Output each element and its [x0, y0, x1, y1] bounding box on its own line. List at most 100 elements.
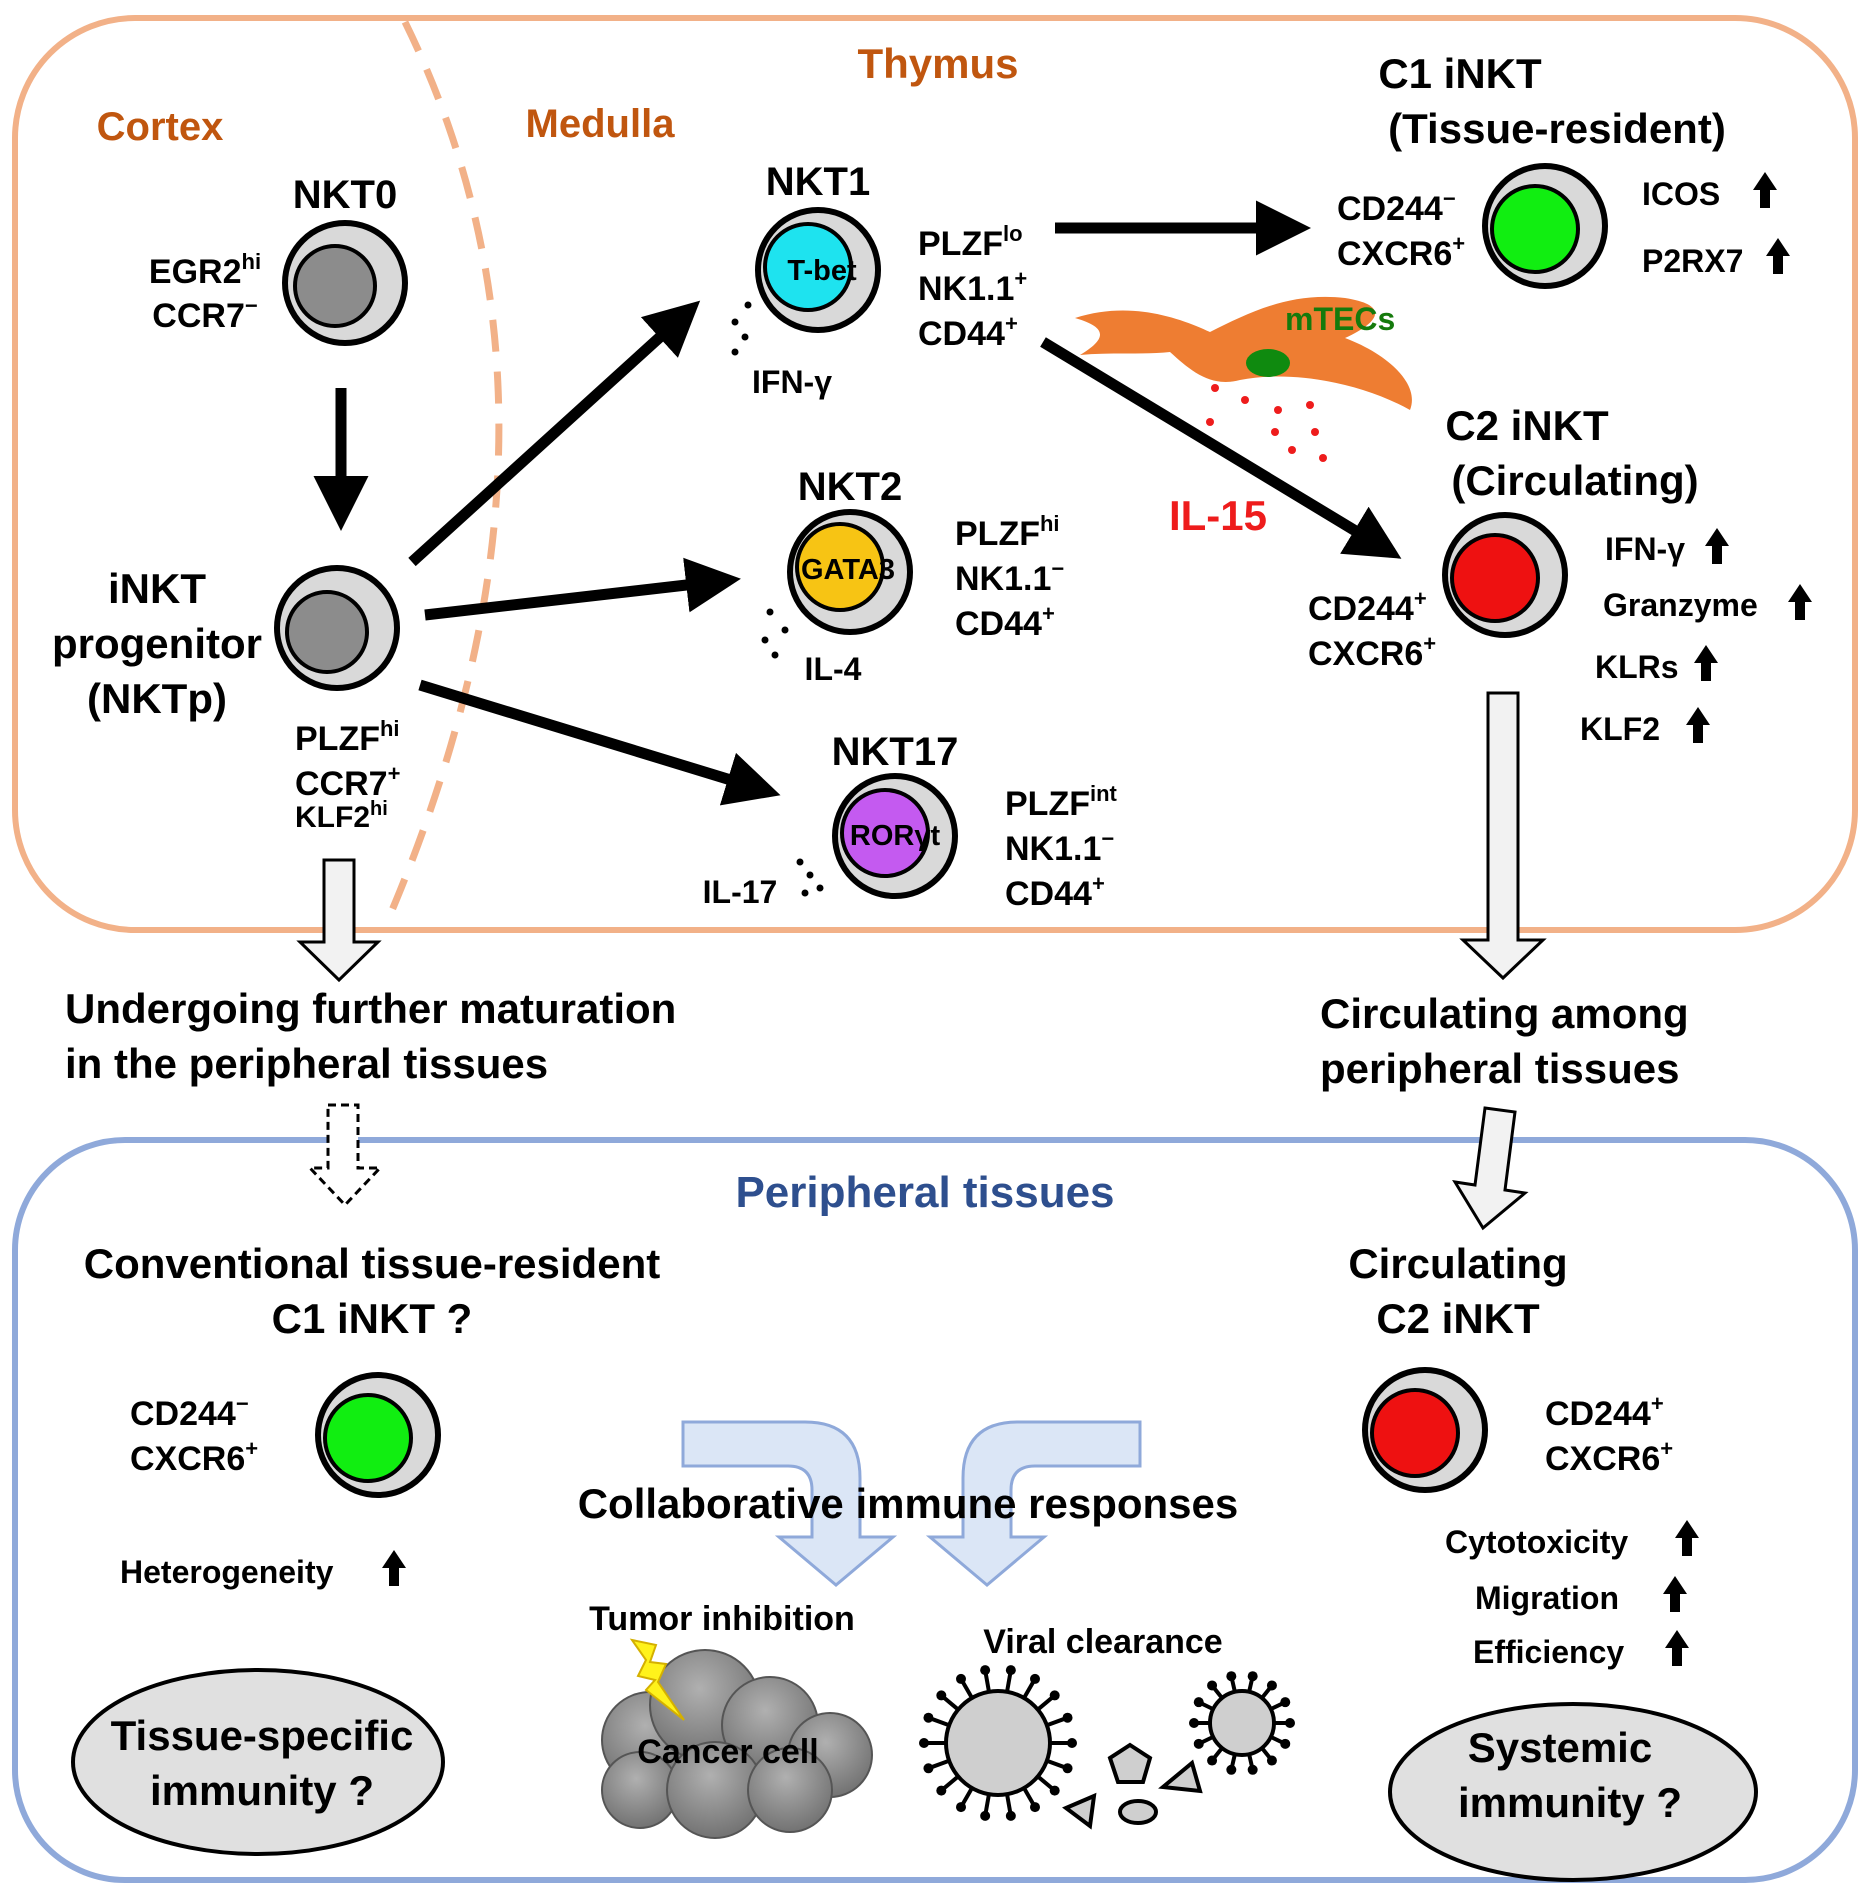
nkt1-name: NKT1	[766, 160, 870, 204]
medulla-label: Medulla	[526, 102, 676, 146]
mtec-nucleus	[1246, 349, 1290, 377]
progenitor-label-1: iNKT	[108, 565, 206, 612]
c2-periph-marker-1: CD244+	[1545, 1391, 1664, 1433]
cortex-medulla-boundary	[386, 20, 503, 917]
il15-secretion-dots	[1206, 384, 1327, 462]
c2-thymus-up-2: Granzyme	[1603, 587, 1758, 623]
virus-spike-tip	[1266, 1680, 1277, 1691]
c2-thymus-up-4: KLF2	[1580, 711, 1660, 747]
c1-thymus-marker-2: CXCR6+	[1337, 231, 1465, 273]
cancer-label: Cancer cell	[637, 1733, 818, 1771]
virus-spike-tip	[1062, 1763, 1073, 1774]
nkt17-nucleus	[840, 788, 930, 878]
up-arrow-icon	[1686, 707, 1710, 743]
nkt2-marker-3: CD44+	[955, 601, 1055, 643]
virus-spike-tip	[1193, 1697, 1204, 1708]
nkt17-cytokine: IL-17	[703, 874, 778, 910]
c1-thymus-up-2: P2RX7	[1642, 243, 1743, 279]
progenitor-nucleus	[285, 590, 369, 674]
nkt2-cytokine-dots	[761, 608, 789, 659]
nkt0-marker-1: EGR2hi	[149, 249, 261, 291]
c1-thymus-title-2: (Tissue-resident)	[1388, 105, 1726, 152]
systemic-immunity-bubble	[1388, 1702, 1758, 1882]
maturation-text-1: Undergoing further maturation	[65, 985, 676, 1032]
nkt0-marker-2: CCR7−	[152, 293, 257, 335]
nkt17-marker-2: NK1.1−	[1005, 826, 1114, 868]
arrow-progenitor-to-nkt1	[408, 300, 701, 567]
virus-spike-tip	[1030, 1673, 1040, 1684]
virus-fragment-triangle-1	[1062, 1792, 1097, 1830]
nkt2-marker-1: PLZFhi	[955, 511, 1060, 553]
collaborative-label: Collaborative immune responses	[578, 1480, 1239, 1527]
tissue-immunity-text-1: Tissue-specific	[111, 1712, 414, 1759]
arrow-nkt1-to-c2	[1040, 337, 1402, 559]
virus-spike-tip	[1226, 1764, 1237, 1775]
nkt1-tf: T-bet	[787, 255, 857, 287]
virus-spike-tip	[1207, 1755, 1218, 1766]
mtec-cell-body	[1075, 296, 1412, 410]
nkt2-nucleus	[795, 522, 885, 612]
nkt2-tf: GATA3	[801, 554, 895, 586]
arrow-progenitor-to-periphery	[296, 858, 382, 983]
virus-spike-tip	[1189, 1718, 1199, 1728]
circulating-text-2: peripheral tissues	[1320, 1045, 1679, 1092]
virus-spike-tip	[1005, 1810, 1016, 1821]
dashed-arrow-to-c1	[306, 1103, 384, 1208]
up-arrow-icon	[1705, 528, 1729, 564]
c1-periph-nucleus	[323, 1393, 413, 1483]
virus-spike-tip	[1207, 1680, 1218, 1691]
virus-fragment-pentagon	[1107, 1742, 1153, 1784]
virus-spike-tip	[980, 1665, 991, 1676]
virus-spike-tip	[1280, 1697, 1291, 1708]
nkt2-marker-2: NK1.1−	[955, 556, 1064, 598]
nkt1-nucleus	[763, 222, 853, 312]
mtec-label: mTECs	[1285, 301, 1395, 337]
c2-periph-up-1: Cytotoxicity	[1445, 1524, 1628, 1560]
virus-spike-tip	[980, 1810, 991, 1821]
virus-spike-tip	[1266, 1755, 1277, 1766]
virus-spike-tip	[956, 1802, 966, 1813]
up-arrow-icon	[1694, 645, 1718, 681]
virus-spike-tip	[1226, 1671, 1237, 1682]
up-arrow-icon	[1665, 1630, 1689, 1666]
c2-thymus-marker-2: CXCR6+	[1308, 631, 1436, 673]
virus-body	[1208, 1689, 1276, 1757]
c2-thymus-up-3: KLRs	[1595, 649, 1679, 685]
progenitor-marker-1: PLZFhi	[295, 716, 400, 758]
il15-label: IL-15	[1169, 492, 1267, 539]
progenitor-label-3: (NKTp)	[87, 675, 227, 722]
virus-spike-tip	[1062, 1712, 1073, 1723]
c1-periph-marker-2: CXCR6+	[130, 1436, 258, 1478]
circulating-text-1: Circulating among	[1320, 990, 1689, 1037]
up-arrow-icon	[1663, 1576, 1687, 1612]
c1-periph-title-2: C1 iNKT ?	[272, 1295, 473, 1342]
up-arrow-icon	[1788, 584, 1812, 620]
nkt1-cytokine: IFN-γ	[752, 364, 832, 400]
c1-periph-marker-1: CD244−	[130, 1391, 249, 1433]
progenitor-marker-3: KLF2hi	[295, 798, 388, 834]
nkt1-marker-1: PLZFlo	[918, 221, 1023, 263]
systemic-immunity-text-2: immunity ?	[1458, 1779, 1682, 1826]
virus-spike-tip	[1005, 1665, 1016, 1676]
c2-periph-up-2: Migration	[1475, 1580, 1619, 1616]
cancer-cloud-icon	[601, 1649, 873, 1839]
virus-fragment-triangle-2	[1158, 1759, 1203, 1794]
c1-thymus-nucleus	[1490, 184, 1580, 274]
virus-spike-tip	[956, 1673, 966, 1684]
lightning-icon	[629, 1638, 685, 1721]
up-arrow-icon	[1766, 238, 1790, 274]
virus-spike-tip	[1049, 1785, 1060, 1796]
c2-thymus-title-1: C2 iNKT	[1445, 402, 1609, 449]
arrow-to-circulating-c2	[1452, 1106, 1529, 1231]
systemic-immunity-text-1: Systemic	[1468, 1724, 1652, 1771]
nkt17-name: NKT17	[832, 730, 959, 774]
arrow-progenitor-to-nkt2	[424, 557, 741, 621]
cortex-label: Cortex	[97, 105, 224, 149]
c2-thymus-title-2: (Circulating)	[1451, 457, 1698, 504]
virus-icon	[919, 1665, 1077, 1821]
arrow-c2-to-periphery	[1459, 691, 1547, 981]
nkt17-marker-1: PLZFint	[1005, 781, 1118, 823]
c2-periph-title-2: C2 iNKT	[1376, 1295, 1540, 1342]
nkt1-cytokine-dots	[731, 301, 752, 356]
